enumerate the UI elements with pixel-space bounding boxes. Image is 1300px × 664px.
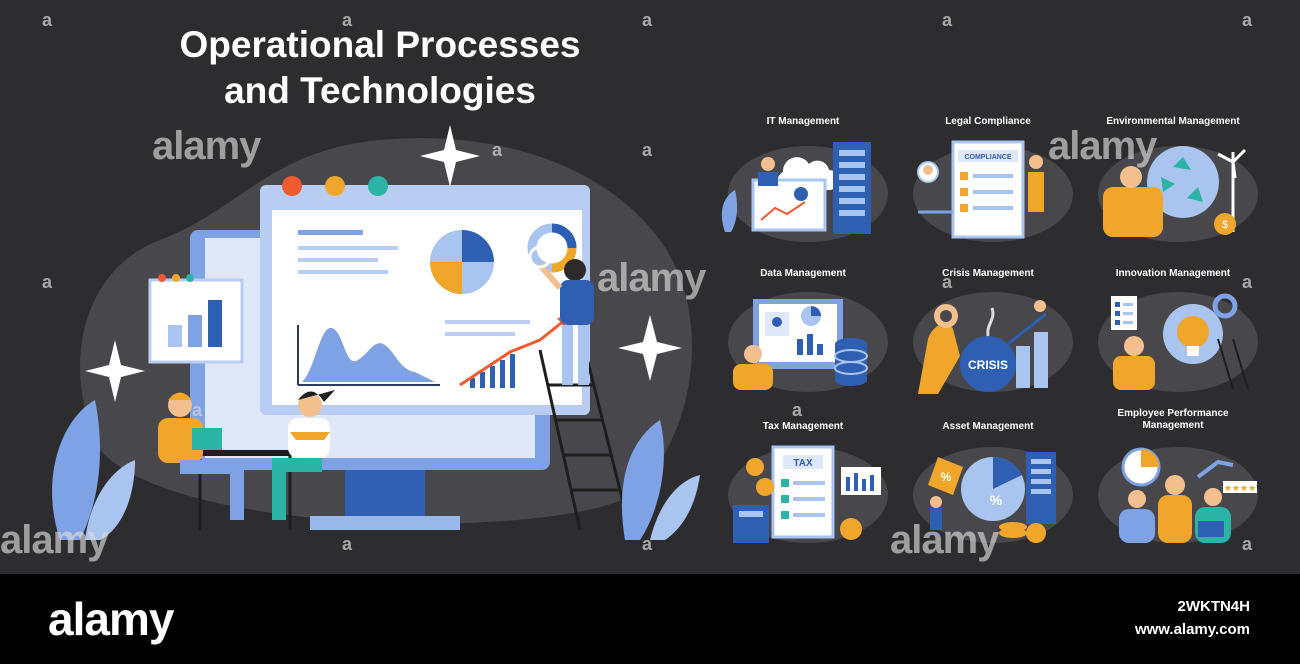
window-dot-teal	[368, 176, 388, 196]
panel-it-management	[721, 142, 888, 242]
compliance-checklist-icon: COMPLIANCE	[917, 140, 1044, 239]
footer-image-id: 2WKTN4H	[1177, 598, 1250, 615]
panel-label-employee-line-2: Management	[1142, 420, 1204, 431]
leaf-icon	[52, 400, 700, 540]
panel-data-management	[728, 292, 888, 392]
sparkle-icon	[420, 125, 480, 187]
crisis-text: CRISIS	[968, 358, 1008, 372]
panel-label-employee-line-1: Employee Performance	[1117, 408, 1229, 419]
watermark-a-11: a	[1242, 534, 1253, 554]
rating-stars-icon: ★★★★	[1119, 447, 1257, 543]
panel-label-employee-performance-management: Employee Performance Management	[1083, 408, 1263, 432]
page-title: Operational Processes and Technologies	[120, 22, 640, 114]
panel-innovation-management	[1098, 292, 1258, 392]
panel-crisis-management: CRISIS	[913, 292, 1073, 394]
compliance-text: COMPLIANCE	[964, 154, 1011, 161]
hero-illustration	[52, 125, 700, 540]
tax-text: TAX	[793, 458, 813, 469]
watermark-alamy-1: alamy	[152, 124, 261, 168]
watermark-a-9: a	[342, 534, 353, 554]
watermark-a-4: a	[942, 10, 953, 30]
watermark-a-12: a	[642, 140, 653, 160]
tax-form-icon: TAX	[733, 445, 881, 543]
dollar-symbol: $	[1222, 219, 1228, 231]
percent-symbol: %	[990, 492, 1003, 508]
watermark-a-8: a	[1242, 272, 1253, 292]
panel-label-crisis-management: Crisis Management	[942, 268, 1034, 279]
watermark-a-6: a	[42, 272, 53, 292]
magnifier-icon	[528, 245, 552, 269]
illustration-canvas: Operational Processes and Technologies	[0, 0, 1300, 574]
panel-label-innovation-management: Innovation Management	[1115, 268, 1231, 279]
panel-environmental-management: $	[1098, 146, 1258, 242]
title-line-2: and Technologies	[224, 70, 536, 111]
cloud-server-icon	[751, 142, 871, 234]
panel-asset-management: % %	[913, 447, 1073, 543]
watermark-a-3: a	[642, 10, 653, 30]
pie-chart-icon	[430, 230, 494, 294]
panel-tax-management: TAX	[728, 445, 888, 543]
watermark-a-10: a	[642, 534, 653, 554]
person-with-laptop	[158, 392, 244, 520]
watermark-a-5: a	[1242, 10, 1253, 30]
monitor-stand	[345, 470, 425, 520]
area-chart-icon	[297, 325, 440, 386]
panel-label-asset-management: Asset Management	[942, 421, 1034, 432]
percent-pie-icon: % %	[928, 452, 1056, 543]
watermark-alamy-4: alamy	[0, 518, 109, 562]
panel-label-environmental-management: Environmental Management	[1106, 116, 1240, 127]
watermark-a-13: a	[492, 140, 503, 160]
globe-recycle-icon: $	[1103, 146, 1247, 237]
percent-symbol-2: %	[941, 470, 952, 484]
panel-legal-compliance: COMPLIANCE	[913, 140, 1073, 242]
watermark-a-1: a	[42, 10, 53, 30]
panel-label-legal-compliance: Legal Compliance	[945, 116, 1031, 127]
sparkle-icon-3	[618, 315, 682, 381]
laptop-icon	[192, 428, 222, 450]
stars-glyph: ★★★★	[1224, 484, 1256, 494]
window-dot-orange	[325, 176, 345, 196]
person-seated-woman	[272, 390, 335, 520]
window-dot-red	[282, 176, 302, 196]
title-line-1: Operational Processes	[179, 24, 581, 65]
donut-chart-icon	[527, 223, 577, 273]
panel-label-it-management: IT Management	[766, 116, 840, 127]
watermark-a-14: a	[792, 400, 803, 420]
watermark-a-15: a	[192, 400, 203, 420]
panel-employee-performance-management: ★★★★	[1098, 447, 1258, 543]
watermark-alamy-2: alamy	[597, 256, 706, 300]
footer-brand-logo[interactable]: alamy	[48, 593, 174, 645]
database-icon	[733, 299, 868, 390]
bar-chart-icon	[148, 274, 244, 364]
panel-label-data-management: Data Management	[760, 268, 846, 279]
desk	[190, 450, 300, 456]
watermark-alamy-3: alamy	[1048, 124, 1157, 168]
watermark-a-7: a	[942, 272, 953, 292]
panel-label-tax-management: Tax Management	[762, 421, 844, 432]
watermark-alamy-5: alamy	[890, 518, 999, 562]
crisis-bomb-icon: CRISIS	[918, 300, 1048, 394]
watermark-a-2: a	[342, 10, 353, 30]
lightbulb-gear-icon	[1111, 293, 1249, 390]
footer-bar	[0, 574, 1300, 664]
footer-site-link[interactable]: www.alamy.com	[1134, 621, 1250, 638]
person-on-ladder	[528, 245, 594, 385]
sparkle-icon-2	[85, 340, 145, 402]
